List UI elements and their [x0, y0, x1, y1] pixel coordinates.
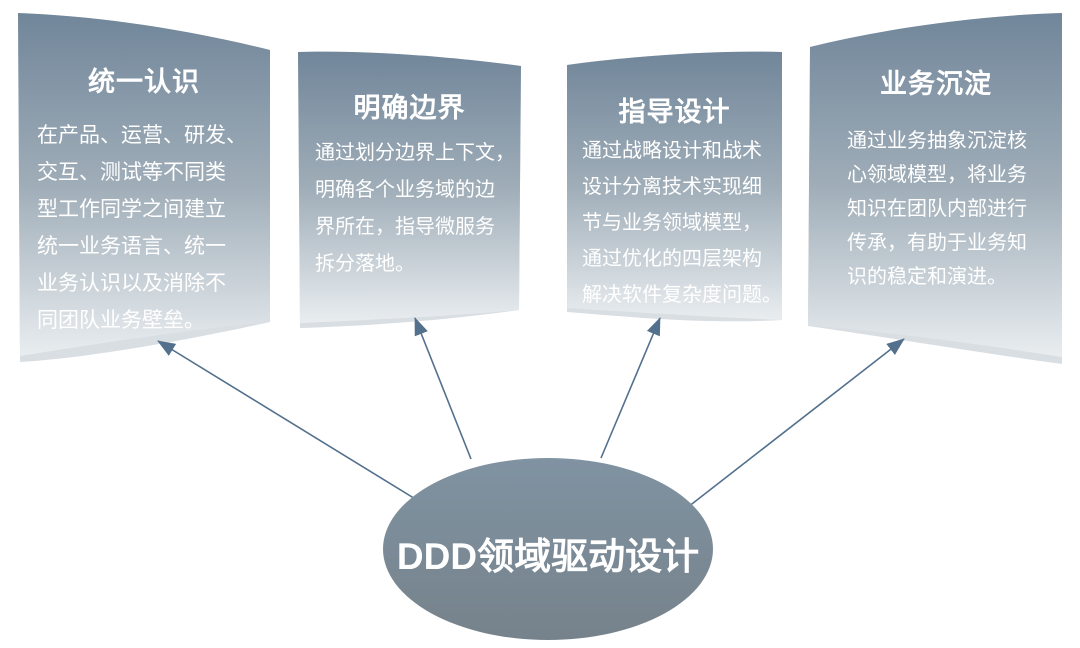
center-ellipse-label: DDD领域驱动设计 — [396, 536, 700, 577]
panel-shape-3 — [567, 51, 782, 320]
arrow-3 — [600, 317, 661, 459]
panel-shape-1 — [18, 13, 270, 356]
panel-shape-2 — [298, 51, 521, 324]
arrow-2 — [414, 317, 472, 460]
panel-2-body: 通过划分边界上下文， 明确各个业务域的边 界所在，指导微服务 拆分落地。 — [315, 142, 515, 275]
panel-4-body: 通过业务抽象沉淀核 心领域模型，将业务 知识在团队内部进行 传承，有助于业务知 … — [847, 130, 1027, 288]
panel-1-title: 统一认识 — [88, 67, 200, 97]
panel-3-body: 通过战略设计和战术 设计分离技术实现细 节与业务领域模型， 通过优化的四层架构 … — [582, 140, 782, 306]
center-ellipse — [383, 458, 713, 640]
panel-1-body: 在产品、运营、研发、 交互、测试等不同类 型工作同学之间建立 统一业务语言、统一… — [37, 124, 247, 332]
panel-3-title: 指导设计 — [618, 97, 731, 127]
arrow-4 — [687, 338, 905, 508]
panel-4-title: 业务沉淀 — [880, 69, 992, 99]
panel-shape-4 — [808, 13, 1062, 357]
panel-2-title: 明确边界 — [353, 93, 466, 123]
arrow-1 — [157, 340, 431, 509]
